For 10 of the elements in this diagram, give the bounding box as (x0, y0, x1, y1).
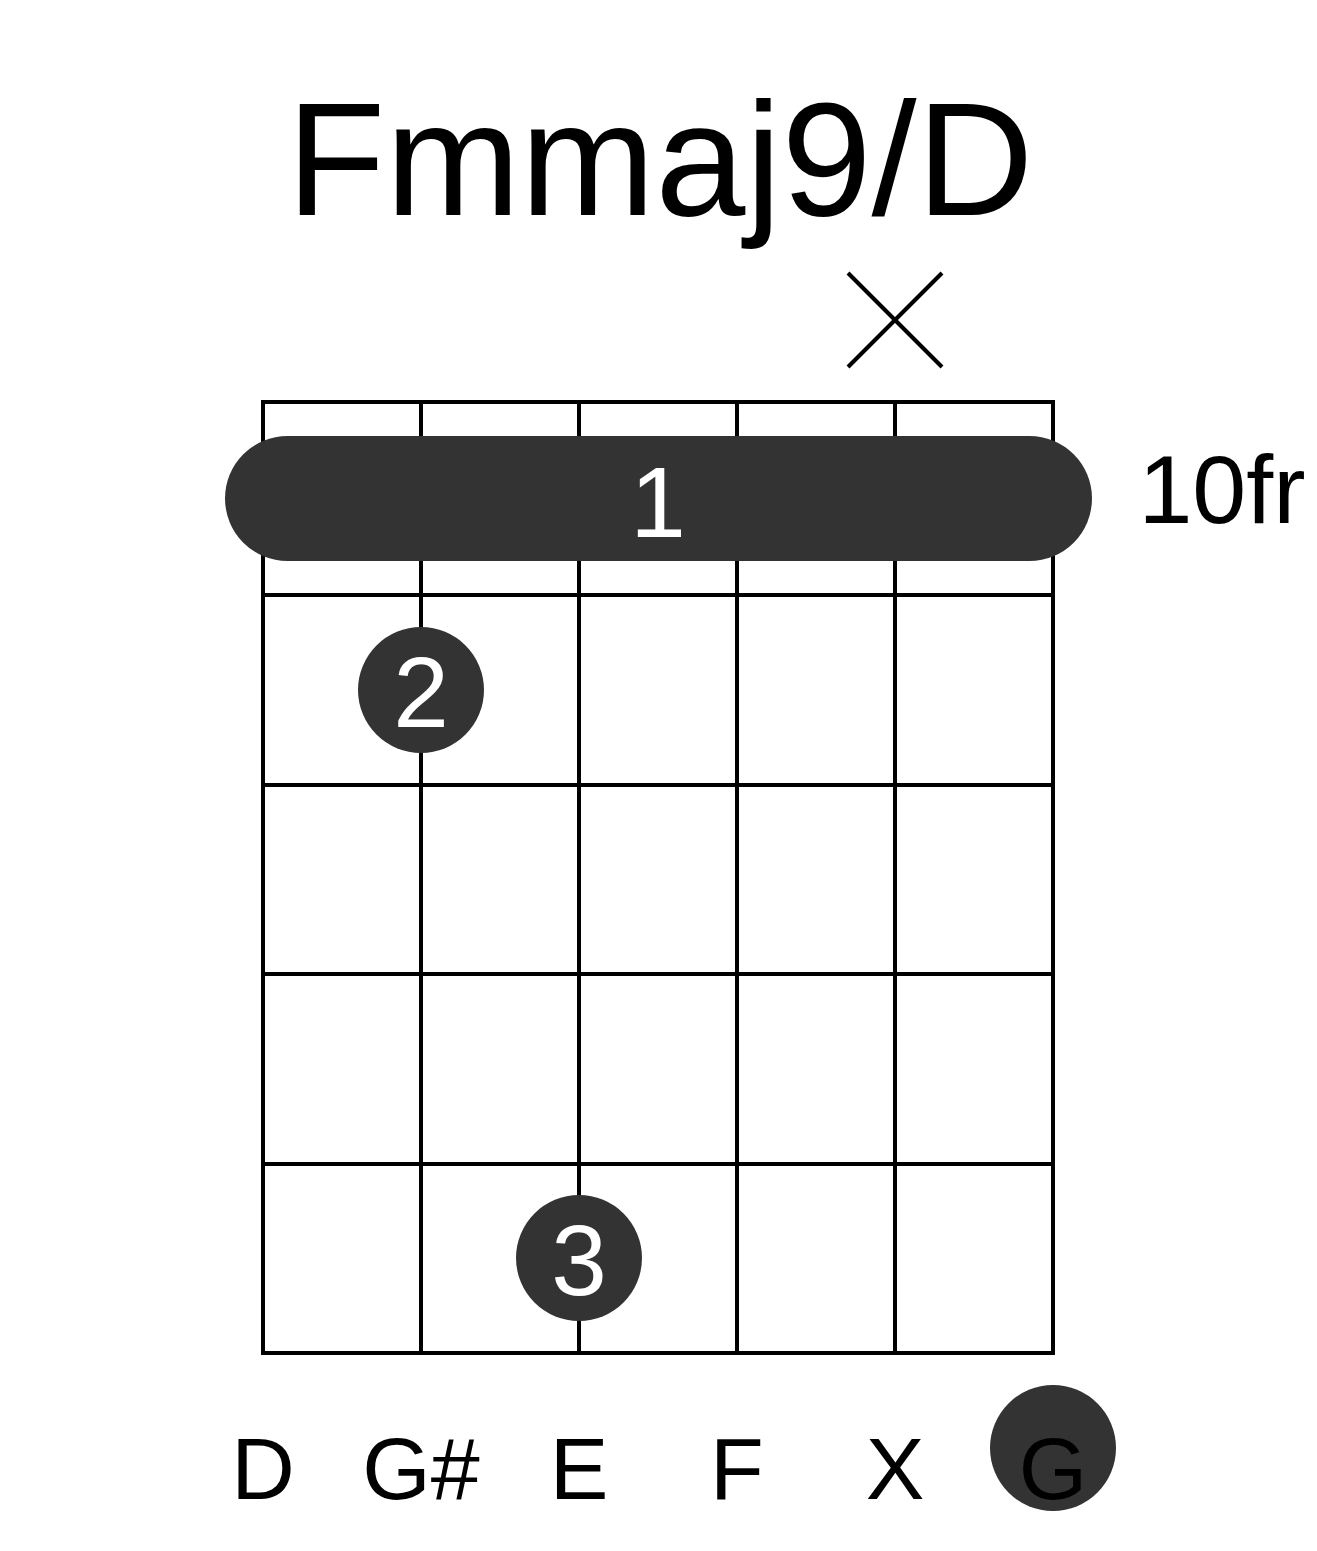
finger-number: 1 (630, 445, 686, 560)
chord-title: Fmmaj9/D (286, 67, 1034, 252)
note-name: E (549, 1418, 609, 1521)
muted-string-label: X (865, 1418, 925, 1521)
note-name: D (231, 1418, 295, 1521)
finger-number: 3 (551, 1203, 607, 1318)
finger-number: 2 (393, 635, 449, 750)
note-name: F (710, 1418, 764, 1521)
note-name: G# (362, 1418, 480, 1521)
fret-position-label: 10fr (1138, 433, 1306, 546)
